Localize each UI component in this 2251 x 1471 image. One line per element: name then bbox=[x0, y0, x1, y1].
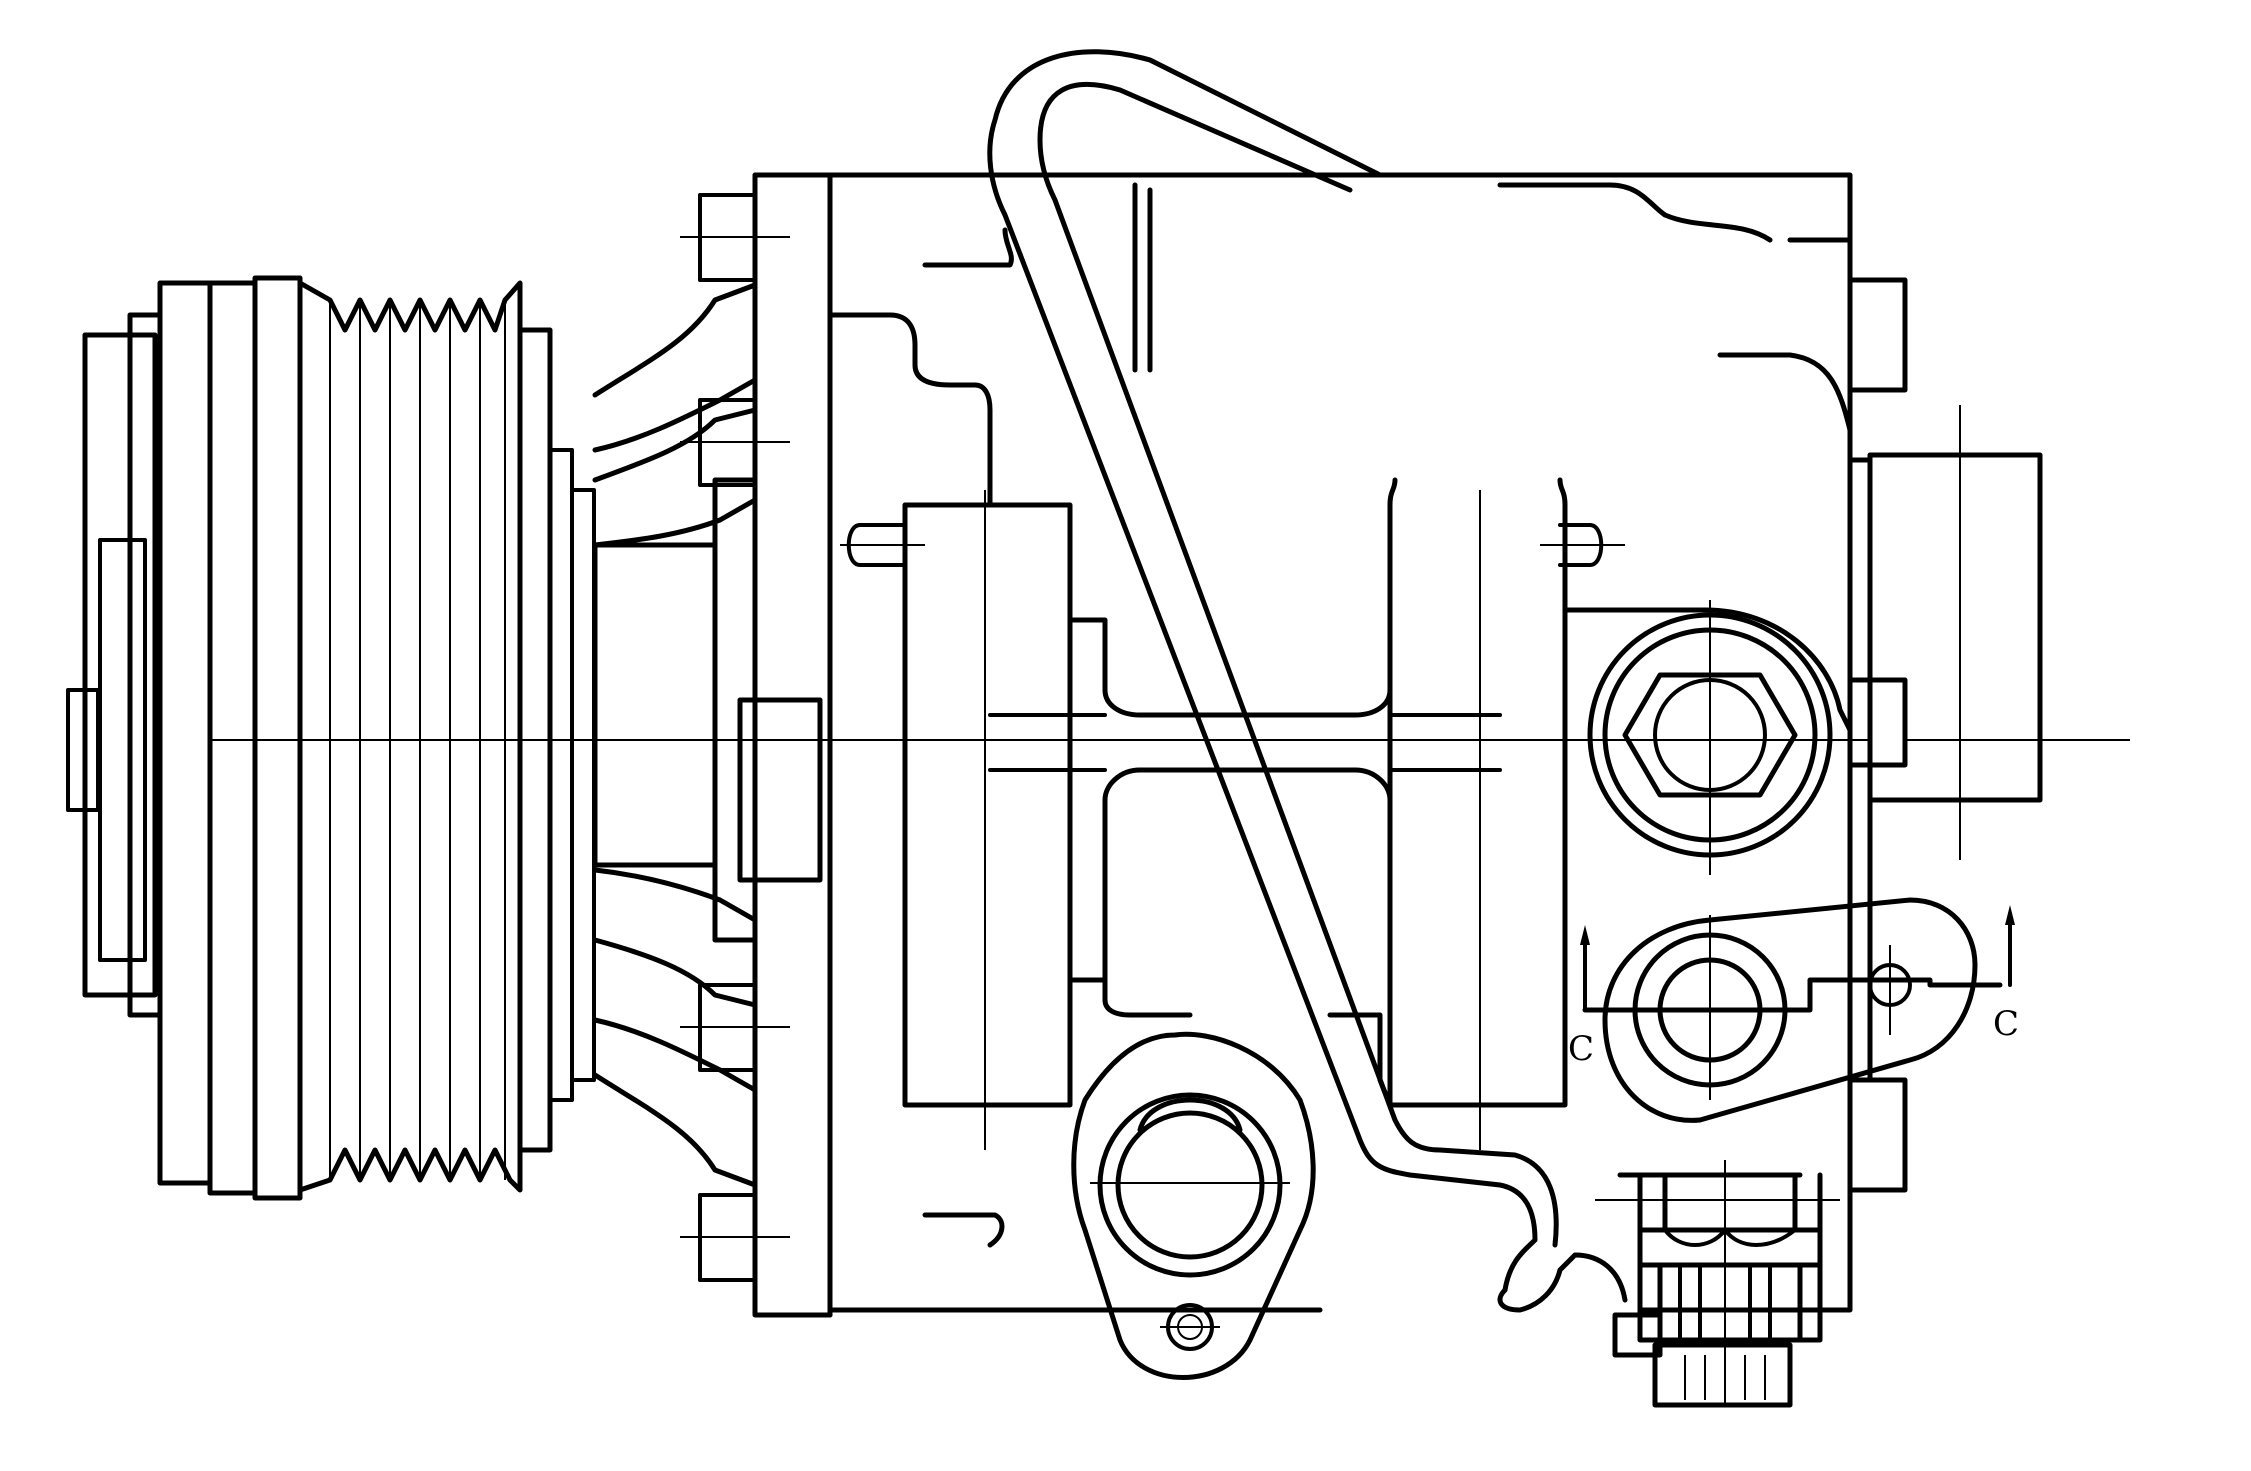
section-mark-left: C bbox=[1568, 1029, 1594, 1069]
pulley-rim bbox=[252, 275, 303, 1201]
clutch-front-plate bbox=[82, 332, 158, 998]
rear-cover-edge bbox=[1847, 457, 1873, 1083]
suction-port-bracket: C C bbox=[1568, 897, 2019, 1123]
flange-bolt-1 bbox=[680, 193, 790, 282]
lower-fitting-outer bbox=[1097, 1092, 1283, 1278]
flange-bolt-2 bbox=[680, 398, 790, 487]
front-housing bbox=[592, 282, 823, 1188]
front-housing-neck bbox=[592, 542, 718, 868]
clutch-disc-1 bbox=[157, 280, 213, 1186]
section-mark-right: C bbox=[1993, 1004, 2019, 1044]
section-line-c-c bbox=[1582, 977, 2003, 1013]
tube-end-loop bbox=[1497, 1252, 1628, 1313]
body-bottom-step bbox=[922, 1212, 1005, 1248]
rear-boss-lower bbox=[1847, 1077, 1908, 1193]
tube-outer bbox=[987, 49, 1538, 1293]
pulley-bearing bbox=[548, 448, 574, 1102]
cylinder-block-left bbox=[902, 502, 1073, 1108]
center-saddle-upper bbox=[1067, 617, 1393, 718]
connector-latch bbox=[1612, 1312, 1663, 1358]
front-housing-upper bbox=[592, 282, 758, 453]
front-flange bbox=[680, 172, 833, 1318]
flange-bolt-3 bbox=[680, 983, 790, 1072]
tube-inner bbox=[1037, 81, 1559, 1248]
lower-fitting-inner bbox=[1115, 1110, 1265, 1260]
connector-body bbox=[1657, 1262, 1803, 1343]
discharge-port bbox=[1560, 600, 1870, 875]
rear-boss-upper bbox=[1847, 277, 1908, 393]
refrigerant-tube bbox=[987, 49, 1628, 1313]
center-saddle-lower bbox=[1067, 767, 1393, 993]
hex-fitting bbox=[1622, 672, 1798, 798]
clutch-connector bbox=[1595, 1160, 1840, 1408]
body-upper-right bbox=[1497, 182, 1773, 243]
body-outline bbox=[827, 172, 1853, 1313]
lower-port-fitting bbox=[1071, 1031, 1316, 1380]
hub-spline-block bbox=[98, 538, 147, 962]
body-top-inner bbox=[827, 312, 993, 508]
lower-fitting-outline bbox=[1071, 1031, 1316, 1380]
front-shaft-boss bbox=[737, 697, 823, 883]
shaft-seal bbox=[570, 488, 596, 1082]
compressor-body bbox=[827, 172, 2120, 1313]
suction-bracket-outline bbox=[1602, 897, 1978, 1123]
cylinder-block-right bbox=[1387, 477, 1568, 1108]
body-top-step bbox=[922, 227, 1014, 268]
pulley-grooves bbox=[297, 280, 523, 1193]
connector-plug bbox=[1652, 1342, 1793, 1408]
rear-boss-middle bbox=[1847, 677, 1908, 768]
flange-bolt-4 bbox=[680, 1193, 790, 1282]
relief-valve-block bbox=[1867, 452, 2043, 803]
clutch-pulley-assembly bbox=[66, 275, 596, 1201]
connector-pins bbox=[1684, 1355, 1766, 1400]
clutch-disc-2 bbox=[207, 280, 258, 1196]
front-housing-collar bbox=[712, 477, 758, 943]
front-housing-lower bbox=[592, 1017, 758, 1188]
